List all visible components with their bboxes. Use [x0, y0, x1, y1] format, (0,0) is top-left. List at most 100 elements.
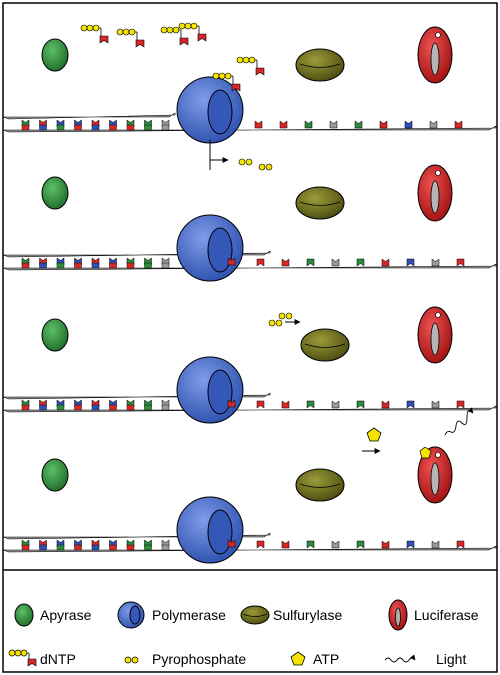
template-strand — [2, 125, 497, 133]
paired-nucleotide — [109, 262, 117, 269]
apyrase-enzyme — [41, 176, 69, 210]
apyrase-enzyme — [41, 318, 69, 352]
nucleotide — [406, 540, 415, 549]
dntp-molecule — [178, 22, 207, 42]
nucleotide — [404, 120, 413, 129]
pyrophosphate-icon — [124, 656, 139, 664]
nucleotide — [304, 120, 313, 129]
nucleotide — [431, 258, 440, 267]
paired-nucleotide — [161, 124, 170, 131]
base — [231, 83, 241, 92]
legend-luciferase: Luciferase — [414, 607, 479, 623]
sulfurylase-body — [295, 48, 345, 82]
nucleotide — [431, 400, 440, 409]
paired-nucleotide — [21, 544, 30, 551]
pyrophosphate-molecule — [238, 158, 253, 166]
phosphate — [80, 24, 88, 32]
legend-polymerase: Polymerase — [152, 607, 226, 623]
paired-nucleotide — [91, 124, 100, 131]
luciferase-pocket — [430, 462, 440, 496]
primer-strand — [2, 112, 176, 120]
polymerase-icon — [117, 601, 145, 629]
nucleotide — [256, 258, 265, 267]
pyrophosphate-molecule — [258, 163, 273, 171]
paired-nucleotide — [56, 262, 65, 269]
polymerase-channel — [207, 89, 233, 135]
paired-nucleotide — [161, 404, 170, 411]
phosphate — [238, 158, 246, 166]
polymerase-enzyme — [176, 496, 244, 564]
nucleotide — [227, 539, 236, 548]
phosphate — [285, 312, 293, 320]
legend-atp: ATP — [313, 651, 339, 667]
luciferase-enzyme — [417, 306, 453, 364]
sulfurylase-groove — [299, 63, 341, 68]
dntp-molecule — [212, 72, 241, 92]
release-arrow — [209, 140, 228, 170]
nucleotide — [406, 258, 415, 267]
luciferase-enzyme — [417, 164, 453, 222]
nucleotide — [281, 540, 290, 549]
phosphate — [224, 72, 232, 80]
paired-nucleotide — [144, 262, 152, 269]
phosphate — [92, 24, 100, 32]
phosphate — [236, 56, 244, 64]
sulfurylase-body — [300, 328, 350, 362]
reaction-panel-2 — [2, 164, 497, 282]
template-strand — [2, 545, 497, 553]
luciferase-enzyme — [417, 446, 453, 504]
luciferase-enzyme — [417, 26, 453, 84]
paired-nucleotide — [21, 124, 30, 131]
dntp-molecule — [116, 28, 145, 48]
nucleotide — [456, 400, 465, 409]
base — [135, 39, 145, 48]
luciferase-highlight — [435, 452, 441, 458]
luciferase-highlight — [435, 170, 441, 176]
paired-nucleotide — [126, 124, 135, 131]
nucleotide — [379, 120, 388, 129]
paired-nucleotide — [21, 404, 30, 411]
paired-nucleotide — [91, 262, 100, 269]
reaction-panel-3 — [2, 306, 497, 424]
paired-nucleotide — [126, 404, 135, 411]
phosphate — [278, 312, 286, 320]
sulfurylase-enzyme — [300, 328, 350, 362]
pyrophosphate-molecule — [278, 312, 293, 320]
nucleotide — [429, 120, 438, 129]
luciferase-highlight — [435, 32, 441, 38]
atp-icon — [290, 651, 306, 666]
sulfurylase-groove — [299, 201, 341, 206]
nucleotide — [331, 400, 340, 409]
nucleotide — [306, 540, 315, 549]
nucleotide — [456, 540, 465, 549]
luciferase-highlight — [435, 312, 441, 318]
paired-nucleotide — [109, 404, 117, 411]
phosphate — [212, 72, 220, 80]
luciferase-pocket — [430, 180, 440, 214]
paired-nucleotide — [144, 404, 152, 411]
nucleotide — [227, 399, 236, 408]
paired-nucleotide — [39, 124, 47, 131]
phosphate — [116, 28, 124, 36]
apyrase-enzyme — [41, 38, 69, 72]
sulfurylase-groove — [299, 483, 341, 488]
paired-nucleotide — [91, 404, 100, 411]
phosphate — [248, 56, 256, 64]
sulfurylase-icon — [240, 605, 270, 625]
phosphate — [178, 22, 186, 30]
phosphate — [258, 163, 266, 171]
sulfurylase-enzyme — [295, 468, 345, 502]
nucleotide — [331, 540, 340, 549]
nucleotide — [256, 400, 265, 409]
nucleotide — [279, 120, 288, 129]
phosphate — [265, 163, 273, 171]
legend: Apyrase Polymerase Sulfurylase Luciferas… — [8, 599, 479, 667]
nucleotide — [356, 258, 365, 267]
polymerase-channel — [207, 227, 233, 273]
panels — [2, 22, 497, 564]
paired-nucleotide — [144, 124, 152, 131]
phosphate — [242, 56, 250, 64]
phosphate — [86, 24, 94, 32]
nucleotide — [381, 400, 390, 409]
